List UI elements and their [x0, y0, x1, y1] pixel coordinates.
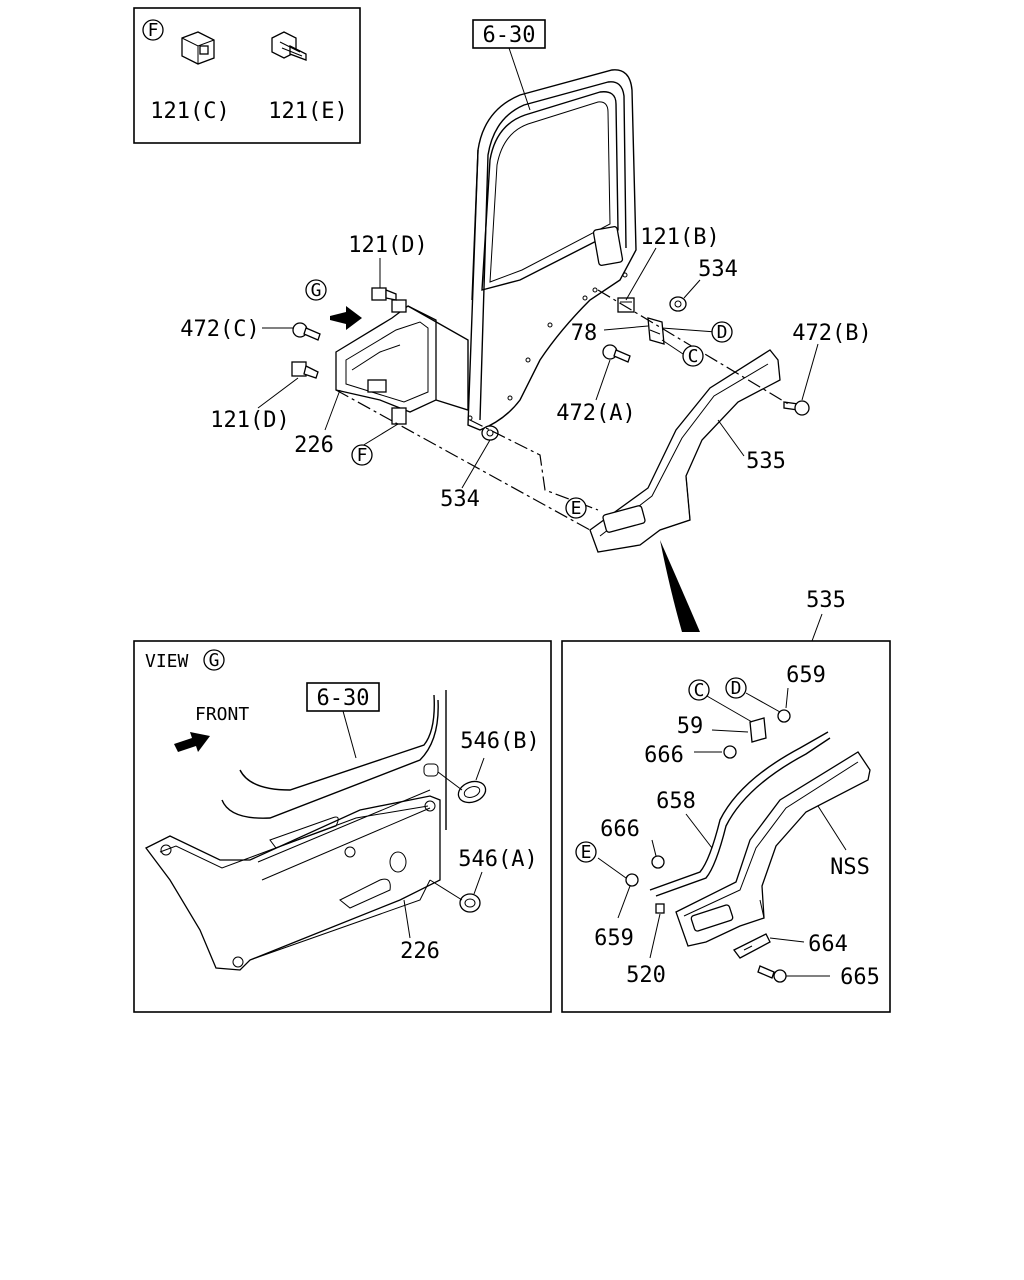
- label-535-main: 535: [746, 449, 786, 474]
- label-472a: 472(A): [556, 401, 635, 426]
- label-659-bot: 659: [594, 926, 634, 951]
- bolt-665-icon: [757, 965, 787, 983]
- label-666-bot: 666: [600, 817, 640, 842]
- marker-g-view-label: G: [209, 650, 220, 671]
- label-546a: 546(A): [458, 847, 537, 872]
- label-472b: 472(B): [792, 321, 871, 346]
- marker-c-main-label: C: [688, 346, 699, 367]
- inset-frame: [133, 7, 361, 144]
- marker-g-main-label: G: [311, 280, 322, 301]
- marker-g-view: [203, 649, 225, 671]
- inset-box-f: F 121(C) 121(E): [133, 7, 361, 144]
- label-664: 664: [808, 932, 848, 957]
- ref-6-30-view: 6-30: [317, 686, 370, 711]
- plug-546b-icon: [457, 780, 487, 804]
- door-panel: [467, 69, 637, 431]
- label-534-bot: 534: [440, 487, 480, 512]
- label-520: 520: [626, 963, 666, 988]
- label-659-top: 659: [786, 663, 826, 688]
- view-g-arrow-icon: [330, 306, 362, 330]
- hardware-f-clip-icon: [391, 407, 407, 425]
- fender-detail: [649, 731, 871, 947]
- nut-666-top-icon: [723, 745, 737, 759]
- washer-534-top-icon: [669, 296, 687, 312]
- marker-c-detail-label: C: [694, 680, 705, 701]
- view-g-panel: VIEW G FRONT 6-30: [133, 640, 552, 1013]
- view-g-frame: [133, 640, 552, 1013]
- label-121c: 121(C): [150, 99, 229, 124]
- nut-659-bot-icon: [625, 873, 639, 887]
- marker-e-main: [565, 497, 587, 519]
- front-arrow-icon: [174, 732, 210, 752]
- label-78: 78: [571, 321, 598, 346]
- nut-659-top-icon: [777, 709, 791, 723]
- marker-d-detail: [725, 677, 747, 699]
- label-121b: 121(B): [640, 225, 719, 250]
- label-226-view: 226: [400, 939, 440, 964]
- label-59: 59: [677, 714, 704, 739]
- label-121e: 121(E): [268, 99, 347, 124]
- bolt-472a-icon: [602, 344, 631, 363]
- label-121d-bot: 121(D): [210, 408, 289, 433]
- nut-666-bot-icon: [651, 855, 665, 869]
- marker-c-detail: [688, 679, 710, 701]
- front-label: FRONT: [195, 704, 249, 725]
- marker-e-detail-label: E: [581, 842, 592, 863]
- marker-d-detail-label: D: [731, 678, 742, 699]
- plug-546a-icon: [459, 893, 481, 913]
- detail-535-frame: [561, 640, 891, 1013]
- label-nss: NSS: [830, 855, 870, 880]
- hardware-472c-icon: [292, 322, 321, 341]
- marker-f-main-label: F: [357, 445, 368, 466]
- label-658: 658: [656, 789, 696, 814]
- label-546b: 546(B): [460, 729, 539, 754]
- marker-c-main: [682, 345, 704, 367]
- label-226-top: 226: [294, 433, 334, 458]
- fender-535: [589, 349, 781, 553]
- clip-121c-icon: [181, 31, 215, 65]
- hardware-121d-top-icon: [371, 287, 397, 301]
- clip-121e-icon: [271, 31, 307, 61]
- label-535-detail: 535: [806, 588, 846, 613]
- label-121d-top: 121(D): [348, 233, 427, 258]
- main-assembly: 6-30: [180, 19, 872, 632]
- label-666-top: 666: [644, 743, 684, 768]
- label-472c: 472(C): [180, 317, 259, 342]
- label-665: 665: [840, 965, 880, 990]
- bracket-226: [335, 299, 469, 413]
- hardware-121d-bot-icon: [291, 361, 319, 379]
- clip-59-icon: [749, 717, 767, 743]
- clip-520-icon: [655, 903, 665, 914]
- marker-d-main-label: D: [717, 322, 728, 343]
- marker-f-box: [142, 19, 164, 41]
- bolt-472b-icon: [783, 400, 810, 416]
- detail-535-panel: 535: [561, 588, 891, 1013]
- hardware-78-icon: [647, 317, 665, 345]
- ref-6-30-top: 6-30: [483, 23, 536, 48]
- marker-f-box-label: F: [148, 20, 159, 41]
- marker-g-main: [305, 279, 327, 301]
- door-lower-shell: [145, 690, 447, 971]
- detail-pointer-arrow-icon: [660, 540, 700, 632]
- marker-e-main-label: E: [571, 498, 582, 519]
- plate-664-icon: [733, 933, 771, 959]
- view-title: VIEW: [145, 651, 189, 672]
- marker-d-main: [711, 321, 733, 343]
- hardware-121b-icon: [617, 297, 635, 313]
- marker-e-detail: [575, 841, 597, 863]
- marker-f-main: [351, 444, 373, 466]
- label-534-top: 534: [698, 257, 738, 282]
